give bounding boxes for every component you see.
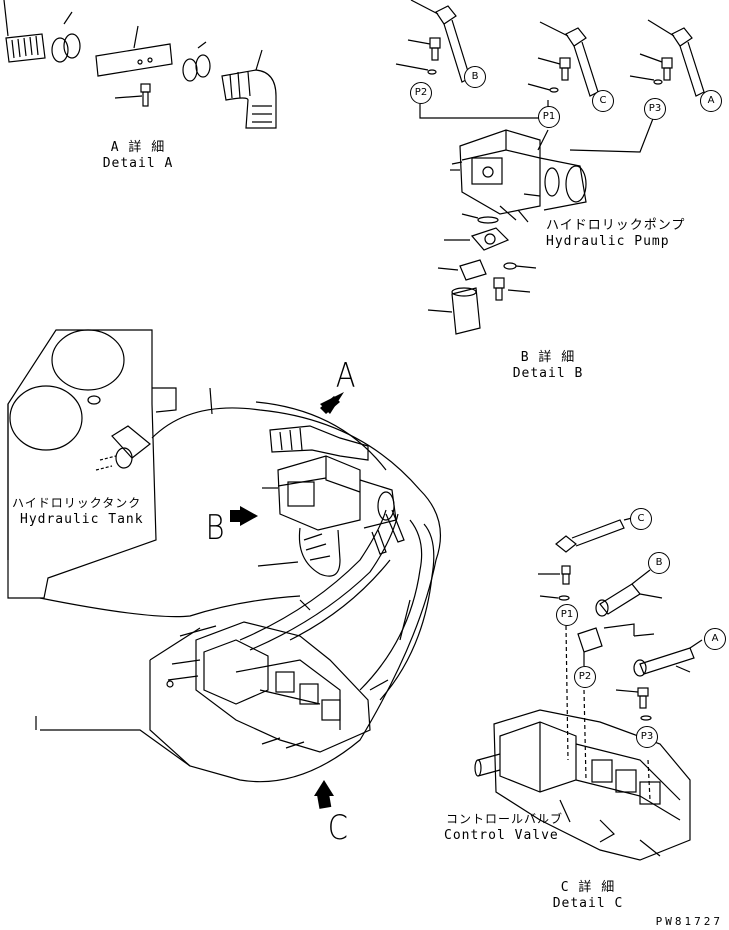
callout-p3-top: P3 (644, 98, 666, 120)
callout-c-fitting: C (592, 90, 614, 112)
detail-a-parts (3, 0, 277, 129)
callout-p2-bottom: P2 (574, 666, 596, 688)
detail-b-title: B 詳 細 (520, 350, 576, 365)
view-letter-a: A (335, 356, 356, 396)
arrow-b (240, 506, 258, 526)
callout-p2-top: P2 (410, 82, 432, 104)
view-letter-b: B (205, 508, 225, 548)
callout-a-fitting: A (700, 90, 722, 112)
valve-label-jp: コントロールバルブ (446, 812, 564, 826)
detail-c-title: C 詳 細 (560, 880, 616, 895)
detail-a-title: A 詳 細 (110, 140, 166, 155)
callout-p3-bottom: P3 (636, 726, 658, 748)
view-arrows (230, 392, 344, 809)
callout-b-hose: B (648, 552, 670, 574)
detail-c-label: Detail C (552, 896, 624, 911)
detail-c-parts (474, 517, 703, 861)
callout-a-hose: A (704, 628, 726, 650)
tank-label-en: Hydraulic Tank (20, 512, 144, 527)
pump-label-jp: ハイドロリックポンプ (546, 218, 686, 233)
callout-c-bolt: C (630, 508, 652, 530)
tank-label-jp: ハイドロリックタンク (12, 496, 142, 510)
detail-b-label: Detail B (512, 366, 584, 381)
arrow-c (314, 780, 334, 796)
pump-label-en: Hydraulic Pump (546, 234, 670, 249)
detail-b-parts (395, 0, 705, 335)
callout-b-fitting: B (464, 66, 486, 88)
detail-a-label: Detail A (102, 156, 174, 171)
main-assembly (7, 329, 442, 783)
callout-p1-bottom: P1 (556, 604, 578, 626)
callout-p1-top: P1 (538, 106, 560, 128)
document-number: PW81727 (655, 915, 723, 928)
valve-label-en: Control Valve (444, 828, 559, 843)
view-letter-c: C (327, 808, 348, 848)
